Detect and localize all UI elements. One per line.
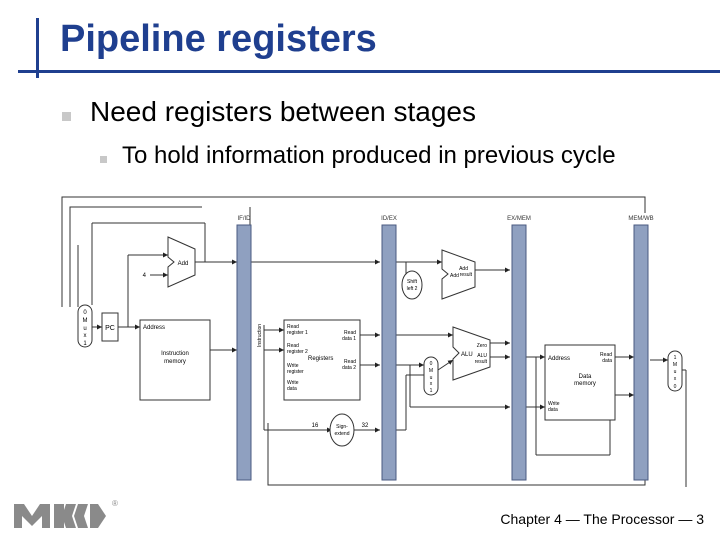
pc-increment-constant: 4	[143, 273, 147, 279]
pipeline-register-mem-wb: MEM/WB	[628, 216, 654, 481]
sign-extend-input-bits: 16	[312, 423, 319, 429]
instruction-memory-name-line2: memory	[164, 359, 186, 365]
slide-footer: Chapter 4 — The Processor — 3	[500, 511, 704, 527]
data-memory-read-data-label: Read	[600, 352, 612, 358]
bullet-text-level-1: Need registers between stages	[90, 96, 476, 127]
title-accent-horizontal-rule	[18, 70, 720, 73]
pipeline-register-label-mem-wb: MEM/WB	[628, 216, 653, 222]
mux-letter: u	[674, 369, 677, 375]
data-memory-address-label: Address	[548, 356, 570, 362]
title-accent-vertical-rule	[36, 18, 39, 78]
slide-title: Pipeline registers	[60, 18, 377, 60]
alu-zero-label: Zero	[477, 343, 488, 349]
mux-letter: 1	[674, 355, 677, 361]
data-memory-write-data-label: data	[548, 407, 558, 413]
data-memory-read-data-label: data	[602, 358, 612, 364]
mux-letter: 0	[83, 310, 87, 316]
alu-source-mux: 0 M u x 1	[423, 356, 439, 396]
pipeline-register-ex-mem: EX/MEM	[507, 216, 531, 481]
sign-extend-unit: Sign- extend 16 32	[312, 413, 369, 447]
read-data-1-label: data 1	[342, 336, 356, 342]
shift-left-2-unit: Shift left 2	[401, 270, 423, 300]
mux-letter: M	[429, 368, 433, 374]
read-register-1-label: Read	[287, 324, 299, 330]
branch-adder-label: Add	[450, 273, 459, 279]
instruction-memory: Address Instruction memory Instruction	[139, 319, 263, 401]
pipeline-register-label-id-ex: ID/EX	[381, 216, 397, 222]
mux-letter: x	[430, 381, 433, 387]
program-counter: PC	[101, 312, 119, 342]
registered-trademark-mark: ®	[112, 499, 118, 508]
write-back-mux: 1 M u x 0	[667, 350, 683, 392]
write-data-label: data	[287, 386, 297, 392]
mux-letter: 0	[674, 384, 677, 390]
alu-result-label: ALU	[477, 353, 487, 359]
branch-adder: Add Add result	[441, 249, 476, 300]
sign-extend-label: extend	[334, 431, 349, 437]
publisher-logo: ®	[14, 499, 118, 528]
sign-extend-output-bits: 32	[362, 423, 369, 429]
pc-source-mux: 0 M u x 1	[77, 304, 93, 348]
mux-letter: u	[430, 375, 433, 381]
pipeline-register-label-ex-mem: EX/MEM	[507, 216, 531, 222]
data-memory-write-data-label: Write	[548, 401, 560, 407]
instruction-bus-label: Instruction	[257, 324, 263, 347]
read-data-1-label: Read	[344, 330, 356, 336]
data-memory-name-line2: memory	[574, 381, 596, 387]
bullet-text-level-2: To hold information produced in previous…	[122, 142, 616, 169]
pipeline-register-id-ex: ID/EX	[381, 216, 397, 481]
write-data-label: Write	[287, 380, 299, 386]
mux-letter: 0	[430, 361, 433, 367]
instruction-memory-name-line1: Instruction	[161, 351, 189, 357]
read-register-2-label: register 2	[287, 349, 308, 355]
instruction-memory-address-label: Address	[143, 325, 165, 331]
alu-result-label: result	[475, 359, 488, 365]
alu-label: ALU	[461, 352, 473, 358]
mux-letter: x	[84, 333, 87, 339]
mux-letter: 1	[430, 388, 433, 394]
pc-label: PC	[105, 325, 115, 332]
branch-adder-result-label: Add	[459, 266, 468, 272]
read-data-2-label: Read	[344, 359, 356, 365]
branch-adder-result-label: result	[460, 272, 473, 278]
bullet-square-level-1	[62, 112, 71, 121]
mux-letter: x	[674, 376, 677, 382]
mux-letter: M	[83, 318, 88, 324]
write-register-label: Write	[287, 363, 299, 369]
read-data-2-label: data 2	[342, 365, 356, 371]
shift-left-2-label: left 2	[407, 286, 418, 292]
pipeline-datapath-diagram: IF/ID ID/EX EX/MEM MEM/WB 0 M u x 1 PC A…	[61, 196, 687, 487]
read-register-2-label: Read	[287, 343, 299, 349]
pipeline-register-if-id: IF/ID	[236, 216, 252, 481]
mux-letter: u	[83, 326, 86, 332]
pc-adder: Add 4	[143, 236, 196, 288]
bullet-square-level-2	[100, 156, 107, 163]
data-memory: Address Read data Data memory Write data	[544, 344, 616, 421]
mux-letter: 1	[83, 341, 87, 347]
alu: ALU Zero ALU result	[452, 326, 491, 381]
pipeline-register-label-if-id: IF/ID	[238, 216, 252, 222]
register-file: Read register 1 Read register 2 Register…	[283, 319, 361, 401]
read-register-1-label: register 1	[287, 330, 308, 336]
shift-left-2-label: Shift	[407, 279, 418, 285]
registers-name: Registers	[308, 356, 333, 362]
mux-letter: M	[673, 362, 677, 368]
sign-extend-label: Sign-	[336, 424, 348, 430]
write-register-label: register	[287, 369, 304, 375]
pc-adder-label: Add	[178, 261, 189, 267]
data-memory-name-line1: Data	[579, 374, 592, 380]
